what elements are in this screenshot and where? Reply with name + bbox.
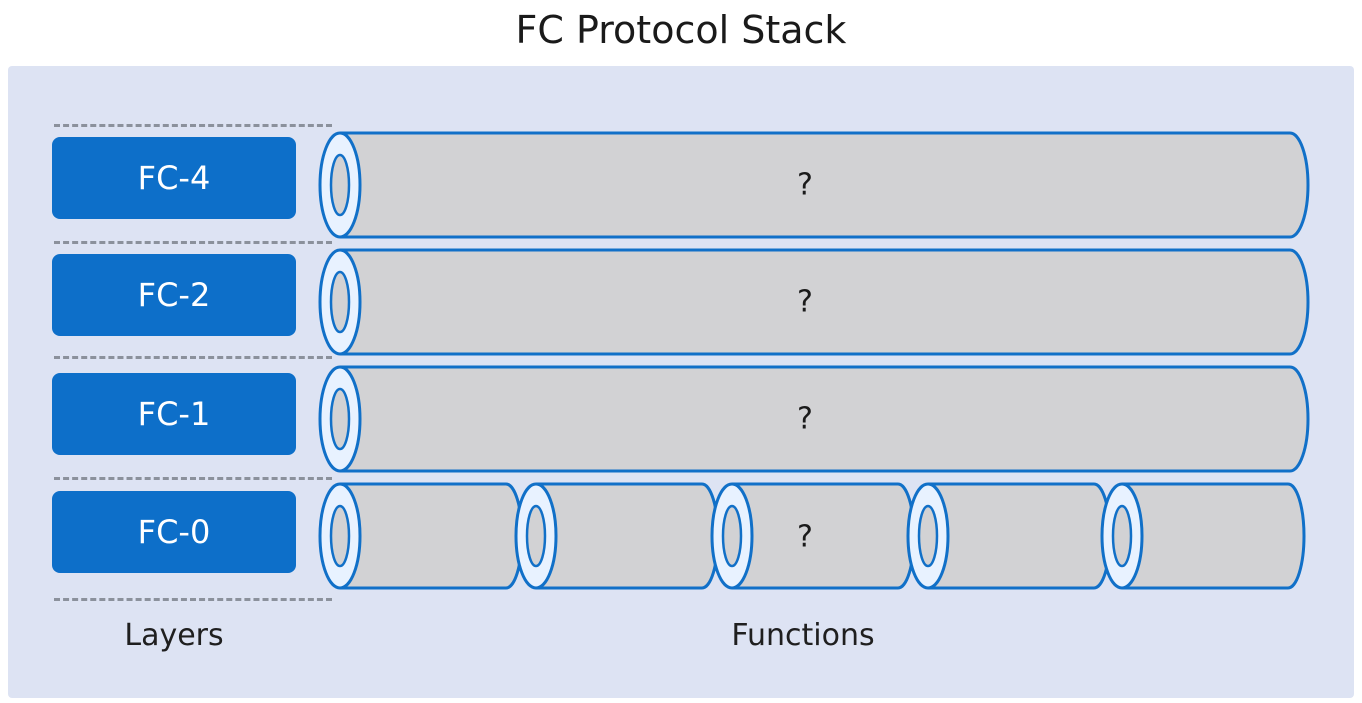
function-pipe-fc-0-segment	[514, 482, 720, 590]
layer-box-fc-1: FC-1	[52, 373, 296, 455]
function-pipe-fc-0-segment	[906, 482, 1112, 590]
functions-column-label: Functions	[731, 618, 875, 653]
function-pipe-fc-1	[318, 365, 1310, 473]
layer-box-fc-0: FC-0	[52, 491, 296, 573]
function-label-fc-1: ?	[797, 401, 813, 437]
function-label-fc-2: ?	[797, 284, 813, 320]
layer-separator	[54, 477, 332, 480]
function-pipe-fc-0-segment	[318, 482, 524, 590]
layer-separator	[54, 598, 332, 601]
diagram-title: FC Protocol Stack	[515, 8, 847, 52]
function-label-fc-0: ?	[797, 519, 813, 555]
layers-column-label: Layers	[124, 618, 224, 653]
function-pipe-fc-4	[318, 131, 1310, 239]
function-pipe-fc-0-segment	[710, 482, 916, 590]
layer-separator	[54, 124, 332, 127]
function-label-fc-4: ?	[797, 167, 813, 203]
function-pipe-fc-2	[318, 248, 1310, 356]
layer-separator	[54, 241, 332, 244]
layer-box-fc-4: FC-4	[52, 137, 296, 219]
function-pipe-fc-0-segment	[1100, 482, 1306, 590]
layer-separator	[54, 356, 332, 359]
layer-box-fc-2: FC-2	[52, 254, 296, 336]
